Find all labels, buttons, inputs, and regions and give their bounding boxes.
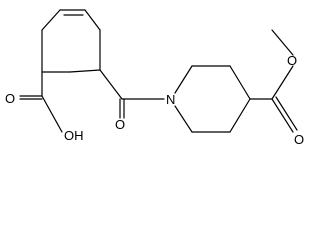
carboxyl-hydroxyl-label: OH [64, 128, 84, 143]
piperidine-bond [174, 105, 193, 133]
molecule-structure: OH O O N O O [5, 9, 304, 147]
piperidine-bond [174, 65, 193, 94]
ring-bond [69, 69, 101, 73]
acid-hydroxyl-bond [41, 95, 63, 133]
bond-lines [19, 9, 298, 133]
ester-ether-oxygen-label: O [287, 53, 297, 68]
ester-carbonyl-bond-second [275, 96, 298, 131]
piperidine-nitrogen-label: N [166, 92, 175, 107]
ring-bond [84, 9, 101, 31]
amide-oxygen-label: O [115, 117, 125, 132]
piperidine-bond [229, 98, 251, 133]
carboxyl-carbonyl-oxygen-label: O [5, 91, 15, 106]
ester-ether-bond [271, 65, 294, 100]
ester-carbonyl-oxygen-label: O [294, 132, 304, 147]
atom-labels: OH O O N O O [5, 53, 304, 147]
piperidine-bond [229, 65, 251, 100]
ester-carbonyl-bond [271, 98, 294, 133]
ring-bond [41, 9, 61, 31]
amide-bond [99, 69, 123, 100]
methyl-bond [271, 29, 294, 56]
